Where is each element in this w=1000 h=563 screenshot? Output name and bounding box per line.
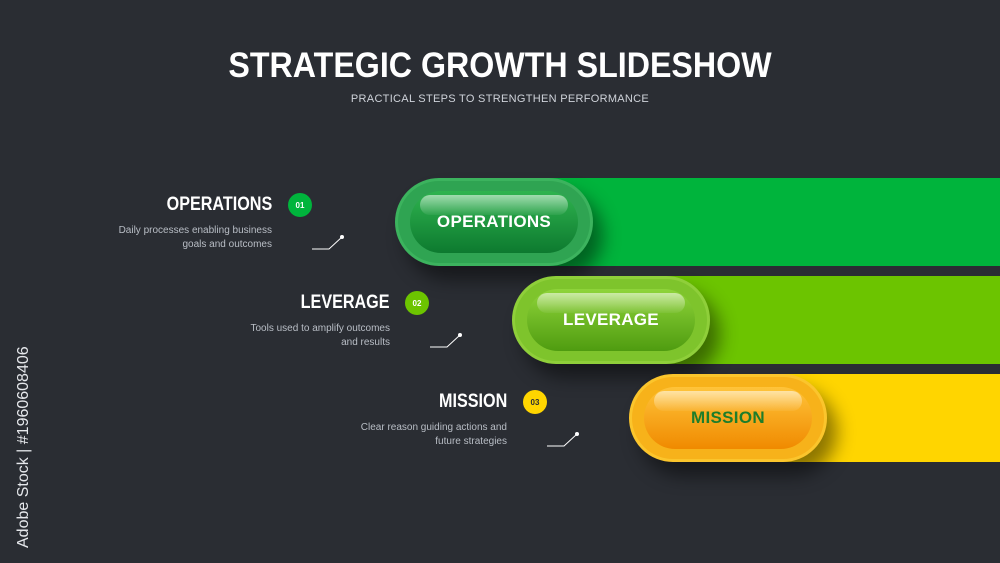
pill-operations-gloss: [420, 195, 568, 215]
step-description-operations: Daily processes enabling business goals …: [72, 224, 272, 252]
watermark-text: Adobe Stock | #1960608406: [15, 346, 32, 548]
step-title-leverage: LEVERAGE: [301, 292, 390, 313]
pill-operations: OPERATIONS: [395, 178, 593, 266]
pill-leverage-gloss: [537, 293, 685, 313]
step-title-operations: OPERATIONS: [166, 194, 272, 215]
step-description-mission: Clear reason guiding actions and future …: [307, 421, 507, 449]
step-description-operations-line2: goals and outcomes: [182, 239, 272, 250]
pill-operations-label: OPERATIONS: [436, 212, 552, 231]
watermark-vertical-text: Adobe Stock | #1960608406: [15, 346, 32, 548]
step-number-badge-operations: 01: [288, 193, 312, 217]
connector-mission: [547, 432, 579, 447]
slide-title: STRATEGIC GROWTH SLIDESHOW: [228, 46, 772, 85]
pill-mission: MISSION: [629, 374, 827, 462]
step-description-operations-line1: Daily processes enabling business: [118, 225, 272, 236]
step-number-badge-leverage: 02: [405, 291, 429, 315]
slide-subtitle: PRACTICAL STEPS TO STRENGTHEN PERFORMANC…: [350, 93, 650, 105]
step-title-mission: MISSION: [438, 391, 507, 412]
pill-mission-gloss: [654, 391, 802, 411]
step-description-leverage-line1: Tools used to amplify outcomes: [250, 323, 390, 334]
step-description-leverage-line2: and results: [341, 337, 390, 348]
step-number-badge-mission: 03: [523, 390, 547, 414]
step-description-leverage: Tools used to amplify outcomes and resul…: [190, 322, 390, 350]
step-description-mission-line1: Clear reason guiding actions and: [360, 422, 507, 433]
pill-leverage: LEVERAGE: [512, 276, 710, 364]
pill-leverage-label: LEVERAGE: [563, 310, 659, 329]
connector-leverage: [430, 333, 462, 348]
step-description-mission-line2: future strategies: [435, 436, 507, 447]
pill-mission-label: MISSION: [691, 408, 765, 427]
connector-operations: [312, 235, 344, 250]
